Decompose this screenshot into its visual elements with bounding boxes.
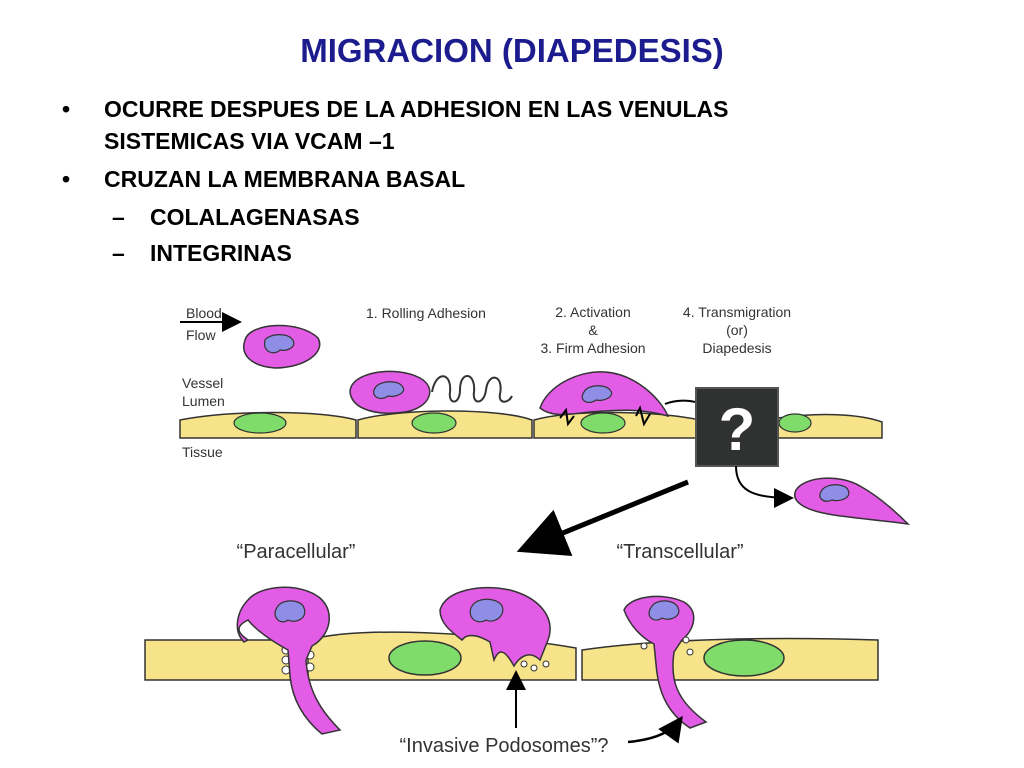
bullet-text: CRUZAN LA MEMBRANA BASAL xyxy=(104,166,466,192)
transmigration-arrow-out xyxy=(735,465,794,508)
bullet-list: • OCURRE DESPUES DE LA ADHESION EN LAS V… xyxy=(62,93,962,273)
label-step2-line1: 2. Activation xyxy=(555,304,631,320)
bullet-text-line: OCURRE DESPUES DE LA ADHESION EN LAS VEN… xyxy=(104,96,729,122)
bullet-item: • CRUZAN LA MEMBRANA BASAL xyxy=(62,163,962,195)
endothelium-top xyxy=(179,410,883,439)
question-box: ? xyxy=(695,387,779,467)
bullet-mark: • xyxy=(62,96,71,122)
podosome-curved-arrow xyxy=(627,715,683,744)
sub-bullet-mark: – xyxy=(112,204,125,230)
label-tissue: Tissue xyxy=(182,444,223,460)
leukocyte-podosome xyxy=(439,587,551,672)
bullet-mark: • xyxy=(62,166,71,192)
sub-bullet-mark: – xyxy=(112,240,125,266)
label-step4-line1: 4. Transmigration xyxy=(683,304,791,320)
leukocyte-flowing xyxy=(243,324,321,369)
label-step2-line3: 3. Firm Adhesion xyxy=(540,340,645,356)
label-transcellular: “Transcellular” xyxy=(616,541,743,563)
leukocyte-migrated xyxy=(794,477,911,526)
bullet-text-line: SISTEMICAS VIA VCAM –1 xyxy=(104,128,395,154)
leukocyte-activated xyxy=(539,371,670,427)
label-podosomes: “Invasive Podosomes”? xyxy=(400,735,609,757)
leukocyte-transcellular xyxy=(623,595,708,729)
slide-title: MIGRACION (DIAPEDESIS) xyxy=(300,32,724,69)
sub-bullet-text: COLALAGENASAS xyxy=(150,204,360,230)
label-paracellular: “Paracellular” xyxy=(237,541,356,563)
label-lumen: Lumen xyxy=(182,393,225,409)
sub-bullet-item: INTEGRINAS – INTEGRINAS xyxy=(112,237,962,269)
zoom-arrow xyxy=(516,479,689,557)
label-flow: Flow xyxy=(186,327,216,343)
label-step4-line3: Diapedesis xyxy=(702,340,771,356)
leukocyte-paracellular xyxy=(236,586,342,735)
label-step4-line2: (or) xyxy=(726,322,748,338)
question-mark: ? xyxy=(719,396,756,463)
sub-bullet-item: – COLALAGENASAS xyxy=(112,201,962,233)
label-vessel: Vessel xyxy=(182,375,223,391)
label-blood: Blood xyxy=(186,305,222,321)
label-step1: 1. Rolling Adhesion xyxy=(366,305,486,321)
leukocyte-rolling xyxy=(349,370,513,414)
sub-bullet-text: INTEGRINAS xyxy=(150,240,292,266)
label-step2-line2: & xyxy=(588,322,598,338)
bullet-text: OCURRE DESPUES DE LA ADHESION EN LAS VEN… xyxy=(104,93,728,157)
bullet-item: • OCURRE DESPUES DE LA ADHESION EN LAS V… xyxy=(62,93,962,157)
